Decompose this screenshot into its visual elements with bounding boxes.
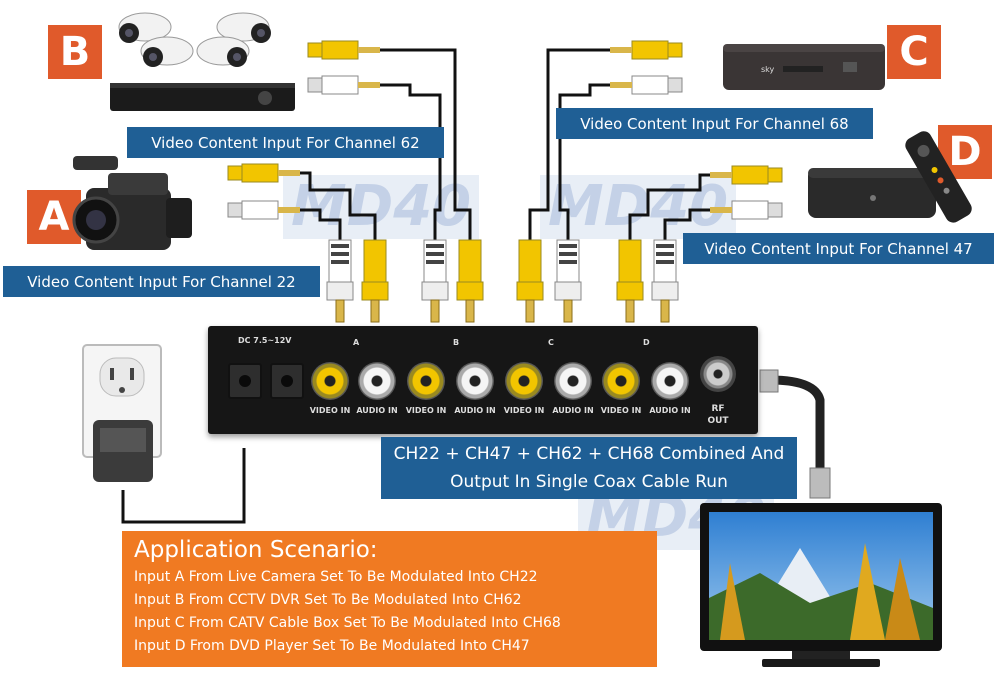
rf-out-label-1: RF xyxy=(711,404,725,414)
combined-output-box: CH22 + CH47 + CH62 + CH68 Combined And O… xyxy=(381,437,797,499)
dc-input-jack-2[interactable] xyxy=(270,363,304,399)
dc-voltage-label: DC 7.5~12V xyxy=(238,336,292,345)
video-in-port-c[interactable] xyxy=(505,362,543,400)
video-in-label-a: VIDEO IN xyxy=(309,406,351,415)
application-line-c: Input C From CATV Cable Box Set To Be Mo… xyxy=(134,615,561,631)
letter-badge-a: A xyxy=(27,190,81,244)
sky-brand-text: sky xyxy=(761,65,775,74)
group-label-d: D xyxy=(643,338,650,347)
dc-input-jack-1[interactable] xyxy=(228,363,262,399)
video-in-port-b[interactable] xyxy=(407,362,445,400)
audio-in-port-a[interactable] xyxy=(358,362,396,400)
video-in-label-c: VIDEO IN xyxy=(503,406,545,415)
group-label-b: B xyxy=(453,338,460,347)
media-player-device-icon xyxy=(808,131,972,223)
video-in-label-d: VIDEO IN xyxy=(600,406,642,415)
audio-in-port-d[interactable] xyxy=(651,362,689,400)
label-channel-47: Video Content Input For Channel 47 xyxy=(683,233,994,264)
application-line-a: Input A From Live Camera Set To Be Modul… xyxy=(134,569,538,585)
label-channel-62: Video Content Input For Channel 62 xyxy=(127,127,444,158)
video-in-label-b: VIDEO IN xyxy=(405,406,447,415)
television-icon xyxy=(700,503,942,667)
rf-out-label-2: OUT xyxy=(707,416,729,426)
audio-in-label-a: AUDIO IN xyxy=(356,406,398,415)
audio-in-label-c: AUDIO IN xyxy=(552,406,594,415)
letter-badge-c: C xyxy=(887,25,941,79)
combined-line-1: CH22 + CH47 + CH62 + CH68 Combined And xyxy=(393,444,785,464)
audio-in-label-b: AUDIO IN xyxy=(454,406,496,415)
group-label-c: C xyxy=(548,338,554,347)
group-label-a: A xyxy=(353,338,360,347)
video-in-port-a[interactable] xyxy=(311,362,349,400)
letter-badge-b: B xyxy=(48,25,102,79)
application-scenario-box: Application Scenario: Input A From Live … xyxy=(122,531,657,667)
wall-outlet-icon xyxy=(82,344,162,482)
label-channel-68: Video Content Input For Channel 68 xyxy=(556,108,873,139)
rf-out-port[interactable] xyxy=(700,356,736,392)
application-line-d: Input D From DVD Player Set To Be Modula… xyxy=(134,638,530,654)
audio-in-port-c[interactable] xyxy=(554,362,592,400)
video-in-port-d[interactable] xyxy=(602,362,640,400)
watermark-right: MD40 xyxy=(540,175,737,239)
application-line-b: Input B From CCTV DVR Set To Be Modulate… xyxy=(134,592,522,608)
application-title: Application Scenario: xyxy=(134,537,378,563)
md40-modulator: DC 7.5~12V A VIDEO IN AUDIO IN B VIDEO I… xyxy=(208,326,758,434)
cctv-dvr-device-icon xyxy=(110,12,295,111)
label-channel-22: Video Content Input For Channel 22 xyxy=(3,266,320,297)
camcorder-device-icon xyxy=(72,156,192,250)
combined-line-2: Output In Single Coax Cable Run xyxy=(450,472,728,492)
cable-box-device-icon: sky xyxy=(723,44,885,90)
audio-in-label-d: AUDIO IN xyxy=(649,406,691,415)
audio-in-port-b[interactable] xyxy=(456,362,494,400)
